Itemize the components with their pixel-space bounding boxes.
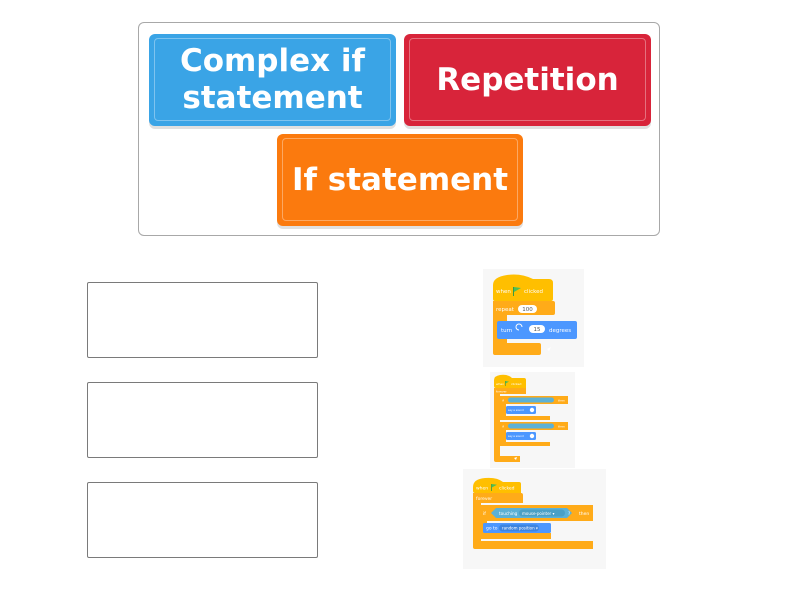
tile-if-statement[interactable]: If statement (277, 134, 523, 226)
when-flag-clicked-block[interactable] (473, 477, 521, 493)
turn-value-input[interactable] (529, 325, 545, 333)
tile-label: If statement (291, 161, 509, 198)
drop-box-1[interactable] (87, 282, 318, 358)
code-image-if: when clicked forever if touching mouse-p… (463, 469, 606, 569)
rotate-right-icon (515, 323, 523, 331)
when-flag-clicked-block[interactable] (493, 274, 553, 302)
loop-arrow-icon (547, 347, 551, 351)
forever-block[interactable] (494, 388, 526, 462)
block-text-clicked: clicked (524, 289, 543, 295)
block-text-then: then (558, 399, 565, 403)
block-text-if: if (502, 425, 505, 429)
repeat-block[interactable] (493, 301, 555, 355)
steps-input[interactable] (529, 433, 535, 439)
random-position-dropdown[interactable] (499, 524, 539, 532)
code-image-repeat: when clicked repeat 100 turn 15 degrees (483, 269, 584, 367)
block-text-action: say a sound (508, 434, 524, 438)
code-image-complex-if: when clicked forever if then say a sound… (490, 372, 575, 468)
block-text-when: when (476, 486, 488, 492)
tile-complex-if-statement[interactable]: Complex if statement (149, 34, 396, 126)
block-text-forever: forever (476, 496, 492, 502)
block-text-if: if (502, 399, 505, 403)
green-flag-icon (491, 484, 497, 491)
block-text-when: when (496, 289, 511, 295)
block-text-go-to: go to (486, 526, 498, 532)
turn-value: 15 (534, 327, 541, 333)
block-text-forever: forever (496, 390, 508, 394)
green-flag-icon (513, 287, 521, 296)
block-text-if: if (483, 511, 486, 517)
block-text-random-position: random position ▾ (502, 526, 538, 531)
steps-input[interactable] (529, 407, 535, 413)
repeat-script-svg: when clicked repeat 100 turn 15 degrees (493, 274, 577, 355)
when-flag-clicked-block[interactable] (494, 374, 526, 388)
block-text-when: when (496, 382, 504, 386)
if-script-svg: when clicked forever if touching mouse-p… (473, 477, 593, 549)
block-text-turn: turn (501, 328, 513, 334)
tile-label: Complex if statement (180, 43, 365, 117)
tile-repetition[interactable]: Repetition (404, 34, 651, 126)
block-text-mouse-pointer: mouse-pointer ▾ (522, 511, 554, 516)
tile-label-line-1: Complex if (179, 43, 366, 79)
key-pressed-condition[interactable] (508, 397, 554, 403)
block-text-touching: touching (499, 511, 518, 516)
complex-if-script-svg: when clicked forever if then say a sound… (494, 374, 568, 462)
mouse-pointer-dropdown[interactable] (519, 509, 565, 517)
block-text-clicked: clicked (511, 382, 521, 386)
move-steps-block[interactable] (506, 432, 536, 440)
forever-block[interactable] (473, 493, 593, 549)
block-text-action: say a sound (508, 408, 524, 412)
drop-box-3[interactable] (87, 482, 318, 558)
repeat-count-input[interactable] (518, 305, 537, 313)
move-steps-block[interactable] (506, 406, 536, 414)
block-text-then: then (558, 425, 565, 429)
block-text-degrees: degrees (549, 328, 571, 334)
drop-box-2[interactable] (87, 382, 318, 458)
tile-label: Repetition (436, 61, 619, 98)
repeat-count-value: 100 (522, 307, 533, 313)
block-text-question: ? (568, 511, 570, 516)
loop-arrow-icon (514, 457, 517, 460)
key-pressed-condition[interactable] (508, 423, 554, 429)
block-text-then: then (579, 511, 589, 517)
block-text-clicked: clicked (499, 486, 515, 492)
tile-label-line-2: statement (182, 80, 363, 116)
green-flag-icon (505, 381, 509, 386)
block-text-repeat: repeat (496, 307, 515, 313)
